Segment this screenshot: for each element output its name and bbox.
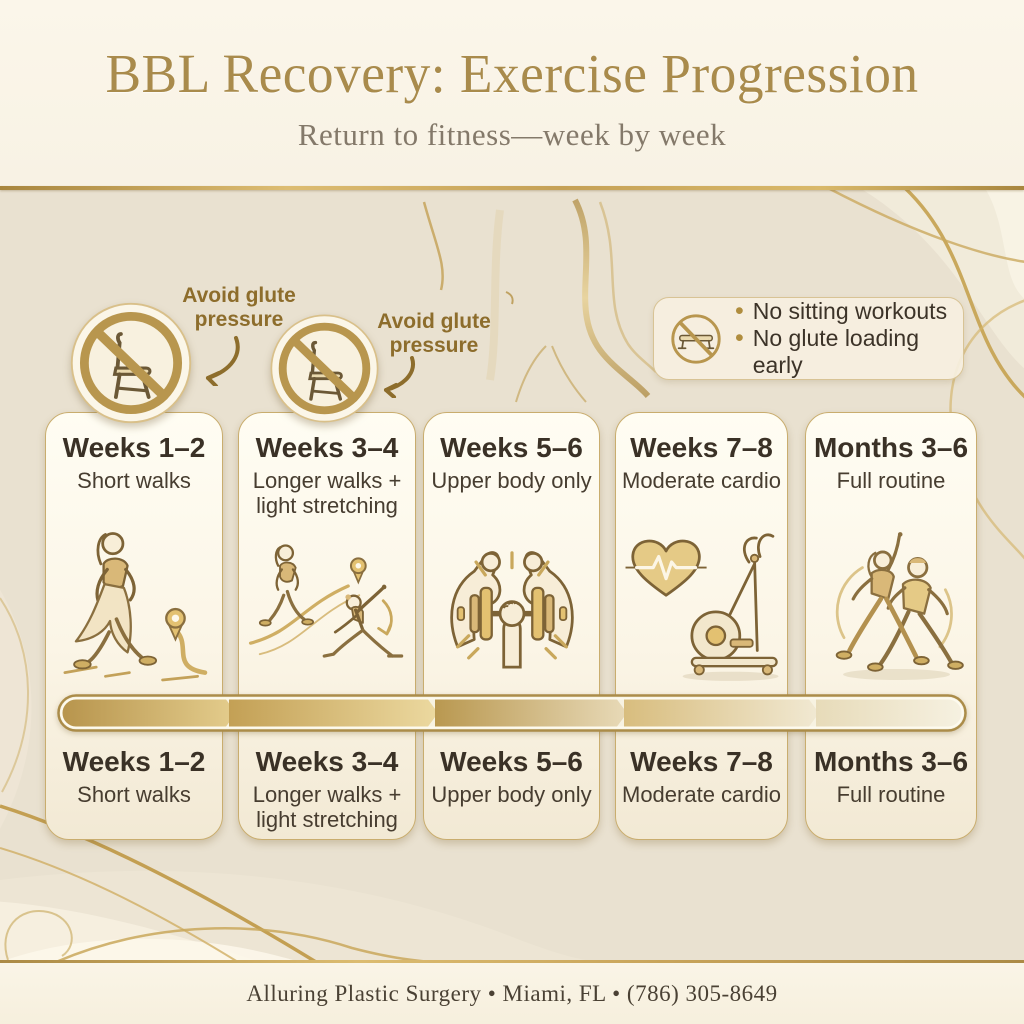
stage-title: Months 3–6 (813, 746, 969, 777)
footer-divider (0, 960, 1024, 964)
stage-title: Weeks 1–2 (62, 746, 206, 777)
timeline-progress-bar (57, 694, 967, 732)
stage-title: Months 3–6 (813, 432, 969, 463)
rule-text: No glute loading early (752, 325, 919, 378)
walking-woman-illustration (52, 505, 216, 691)
stage-footer: Weeks 7–8 Moderate cardio (622, 746, 781, 808)
stage-header: Weeks 3–4 Longer walks + light stretchin… (245, 432, 409, 519)
stage-title: Weeks 7–8 (630, 432, 773, 463)
avoid-glute-pressure-label: Avoid glute pressure (182, 284, 296, 331)
stage-card-weeks-7-8: Weeks 7–8 Moderate cardio (615, 412, 788, 840)
timeline-segment (229, 698, 438, 728)
page-subtitle: Return to fitness—week by week (297, 117, 727, 152)
stage-card-weeks-1-2: Weeks 1–2 Short walks Weeks 1–2 (45, 412, 223, 840)
stage-header: Weeks 7–8 Moderate cardio (622, 432, 781, 494)
stage-card-weeks-5-6: Weeks 5–6 Upper body only (423, 412, 600, 840)
stage-subtitle: Longer walks + light stretching (252, 467, 402, 518)
rule-text: No sitting workouts (752, 298, 948, 324)
stage-subtitle: Moderate cardio (622, 781, 781, 807)
no-sitting-chair-badge (68, 300, 194, 426)
stage-subtitle: Longer walks + light stretching (252, 781, 402, 832)
stage-title: Weeks 3–4 (255, 432, 399, 463)
curved-arrow-icon (206, 336, 240, 386)
no-bench-icon (671, 313, 721, 364)
stage-footer: Weeks 5–6 Upper body only (430, 746, 593, 808)
header: BBL Recovery: Exercise Progression Retur… (0, 0, 1024, 186)
clinic-contact-text: Alluring Plastic Surgery • Miami, FL • (… (246, 980, 778, 1006)
stage-subtitle: Short walks (77, 781, 191, 807)
header-divider (0, 186, 1024, 190)
arms-dumbbell-illustration (430, 505, 594, 691)
stage-subtitle: Full routine (836, 781, 946, 807)
stage-subtitle: Upper body only (431, 781, 592, 807)
page-title: BBL Recovery: Exercise Progression (105, 43, 919, 104)
walking-and-stretching-illustration (245, 505, 409, 691)
bullet-dot: • (735, 297, 744, 325)
stage-header: Months 3–6 Full routine (812, 432, 970, 494)
stage-footer: Weeks 3–4 Longer walks + light stretchin… (245, 746, 409, 833)
stage-footer: Weeks 1–2 Short walks (52, 746, 216, 808)
footer: Alluring Plastic Surgery • Miami, FL • (… (0, 963, 1024, 1024)
stage-card-months-3-6: Months 3–6 Full routine (805, 412, 977, 840)
stage-title: Weeks 5–6 (440, 746, 583, 777)
stage-title: Weeks 5–6 (440, 432, 583, 463)
stage-footer: Months 3–6 Full routine (812, 746, 970, 808)
stage-header: Weeks 1–2 Short walks (52, 432, 216, 494)
rules-callout: • No sitting workouts • No glute loading… (653, 297, 964, 380)
rules-list: • No sitting workouts • No glute loading… (735, 298, 963, 379)
stage-title: Weeks 3–4 (255, 746, 399, 777)
no-sitting-chair-icon (70, 302, 192, 424)
timeline-segment (435, 698, 627, 728)
no-sitting-chair-badge (268, 312, 381, 425)
timeline-segment (816, 698, 963, 728)
stage-subtitle: Short walks (77, 467, 191, 493)
avoid-glute-pressure-label: Avoid glute pressure (377, 310, 491, 357)
rule-item: • No sitting workouts (735, 298, 963, 325)
stage-subtitle: Moderate cardio (622, 467, 781, 493)
stage-subtitle: Full routine (836, 467, 946, 493)
stage-header: Weeks 5–6 Upper body only (430, 432, 593, 494)
stage-title: Weeks 7–8 (630, 746, 773, 777)
full-routine-illustration (809, 505, 973, 691)
heart-elliptical-illustration (620, 505, 784, 691)
curved-arrow-icon (384, 356, 415, 398)
stage-subtitle: Upper body only (431, 467, 592, 493)
no-sitting-chair-icon (270, 314, 379, 423)
rule-item: • No glute loading early (735, 325, 963, 379)
stage-card-weeks-3-4: Weeks 3–4 Longer walks + light stretchin… (238, 412, 416, 840)
timeline-segment (624, 698, 819, 728)
bullet-dot: • (735, 324, 744, 352)
stage-title: Weeks 1–2 (62, 432, 206, 463)
timeline-segment (61, 698, 236, 728)
